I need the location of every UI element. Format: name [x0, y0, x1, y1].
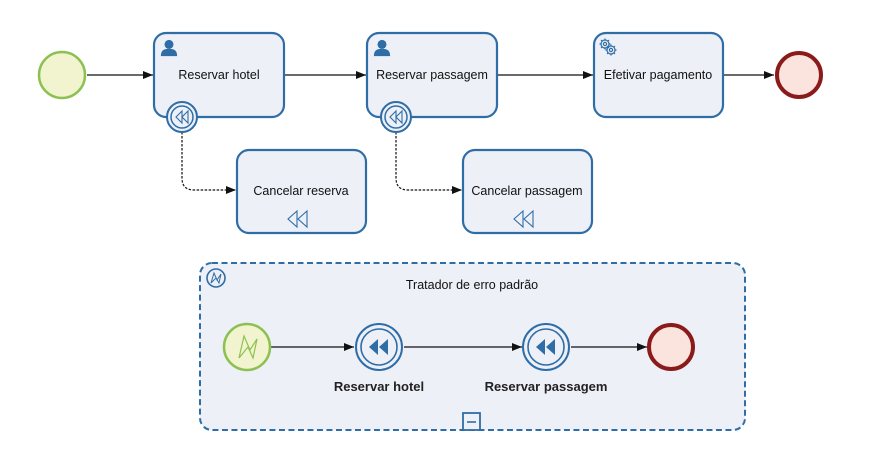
compensation-icon	[513, 209, 534, 229]
start-event[interactable]	[37, 50, 87, 100]
end-event[interactable]	[647, 323, 695, 371]
compensation-icon	[389, 109, 403, 125]
error-start-event[interactable]	[222, 322, 272, 372]
task-label: Cancelar reserva	[253, 184, 348, 198]
event-label: Reservar hotel	[334, 379, 424, 394]
task-reservar-hotel[interactable]: Reservar hotel	[152, 31, 286, 119]
compensation-icon	[287, 209, 308, 229]
task-label: Cancelar passagem	[471, 184, 582, 198]
compensation-icon	[175, 109, 189, 125]
error-icon	[238, 334, 258, 360]
compensation-throw-icon	[369, 339, 388, 355]
error-trigger-icon	[206, 268, 226, 288]
task-efetivar-pagamento[interactable]: Efetivar pagamento	[592, 31, 725, 119]
task-label: Reservar passagem	[376, 68, 488, 82]
collapse-button[interactable]	[462, 412, 481, 431]
end-event[interactable]	[775, 51, 823, 99]
task-label: Reservar hotel	[178, 68, 259, 82]
boundary-compensation-event[interactable]	[166, 101, 198, 133]
compensation-throw-event[interactable]: Reservar hotel	[334, 323, 424, 394]
task-cancelar-passagem[interactable]: Cancelar passagem	[461, 148, 594, 235]
boundary-compensation-event[interactable]	[380, 101, 412, 133]
task-cancelar-reserva[interactable]: Cancelar reserva	[235, 148, 368, 235]
compensation-throw-event[interactable]: Reservar passagem	[485, 323, 608, 394]
compensation-association[interactable]	[395, 132, 462, 194]
event-label: Reservar passagem	[485, 379, 608, 394]
compensation-association[interactable]	[181, 132, 236, 194]
task-reservar-passagem[interactable]: Reservar passagem	[365, 31, 499, 119]
task-label: Efetivar pagamento	[604, 68, 712, 82]
subprocess-title: Tratador de erro padrão	[406, 278, 538, 292]
compensation-throw-icon	[536, 339, 555, 355]
